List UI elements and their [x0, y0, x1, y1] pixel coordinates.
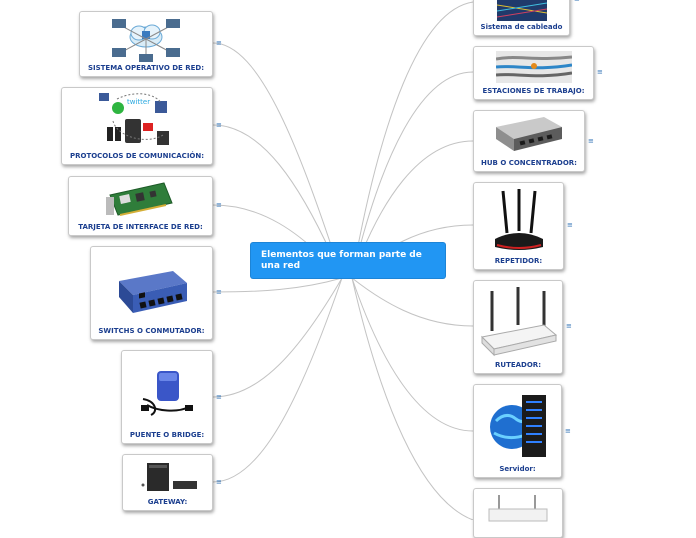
repeater-router-icon	[494, 189, 543, 250]
node-label: SWITCHS O CONMUTADOR:	[98, 327, 205, 335]
note-icon[interactable]: ≡	[216, 201, 222, 209]
note-icon[interactable]: ≡	[565, 427, 571, 435]
node-switch[interactable]: SWITCHS O CONMUTADOR:	[90, 246, 213, 340]
node-partial[interactable]	[473, 488, 563, 538]
central-topic-title: Elementos que forman parte de una red	[261, 250, 422, 271]
link-gateway	[212, 277, 343, 483]
node-repetidor[interactable]: REPETIDOR:	[473, 182, 564, 270]
white-router-partial-icon	[488, 495, 548, 522]
node-label: HUB O CONCENTRADOR:	[481, 159, 577, 167]
server-globe-icon	[489, 395, 546, 457]
node-label: TARJETA DE INTERFACE DE RED:	[78, 223, 203, 231]
link-estaciones	[351, 71, 474, 279]
node-servidor[interactable]: Servidor:	[473, 384, 562, 478]
node-puente[interactable]: PUENTE O BRIDGE:	[121, 350, 213, 444]
node-label: ESTACIONES DE TRABAJO:	[482, 87, 585, 95]
note-icon[interactable]: ≡	[588, 137, 594, 145]
note-icon[interactable]: ≡	[574, 0, 580, 3]
note-icon[interactable]: ≡	[216, 39, 222, 47]
node-estaciones[interactable]: ESTACIONES DE TRABAJO:	[473, 46, 594, 100]
link-cableado	[351, 1, 474, 279]
node-hub[interactable]: HUB O CONCENTRADOR:	[473, 110, 585, 172]
node-gateway[interactable]: GATEWAY:	[122, 454, 213, 511]
link-partial	[351, 277, 474, 520]
link-ruteador	[351, 277, 474, 327]
central-topic[interactable]: Elementos que forman parte de una red	[251, 243, 445, 278]
node-label: SISTEMA OPERATIVO DE RED:	[87, 64, 205, 72]
blue-switch-icon	[118, 271, 187, 313]
hub-device-icon	[496, 117, 562, 151]
link-servidor	[351, 277, 474, 432]
node-label: PROTOCOLOS DE COMUNICACIÓN:	[69, 152, 205, 160]
node-label: RUTEADOR:	[495, 361, 541, 369]
node-cableado[interactable]: Sistema de cableado	[473, 0, 570, 36]
note-icon[interactable]: ≡	[566, 322, 572, 330]
note-icon[interactable]: ≡	[216, 288, 222, 296]
bridge-adapter-icon	[141, 371, 193, 416]
cabling-panel-icon	[496, 0, 547, 21]
node-label: Servidor:	[499, 465, 536, 473]
white-router-icon	[480, 287, 558, 357]
node-tarjeta[interactable]: TARJETA DE INTERFACE DE RED:	[68, 176, 213, 236]
gateway-devices-icon	[141, 463, 197, 491]
node-label: Sistema de cableado	[480, 23, 563, 31]
node-sistema-operativo[interactable]: SISTEMA OPERATIVO DE RED:	[79, 11, 213, 77]
link-puente	[212, 277, 343, 398]
node-label: GATEWAY:	[147, 498, 188, 506]
network-card-icon	[105, 182, 173, 216]
social-apps-icon: twitter	[99, 93, 169, 145]
node-ruteador[interactable]: RUTEADOR:	[473, 280, 563, 374]
note-icon[interactable]: ≡	[216, 478, 222, 486]
svg-text:twitter: twitter	[127, 98, 150, 106]
cables-icon	[495, 51, 572, 83]
node-protocolos[interactable]: twitter PROTOCOLOS DE COMUNICACIÓN:	[61, 87, 213, 165]
link-switch	[212, 277, 343, 293]
note-icon[interactable]: ≡	[216, 121, 222, 129]
network-cloud-computers-icon	[112, 19, 180, 62]
note-icon[interactable]: ≡	[567, 221, 573, 229]
note-icon[interactable]: ≡	[597, 68, 603, 76]
link-sistema-operativo	[212, 42, 343, 279]
node-label: PUENTE O BRIDGE:	[129, 431, 205, 439]
note-icon[interactable]: ≡	[216, 393, 222, 401]
node-label: REPETIDOR:	[494, 257, 543, 265]
